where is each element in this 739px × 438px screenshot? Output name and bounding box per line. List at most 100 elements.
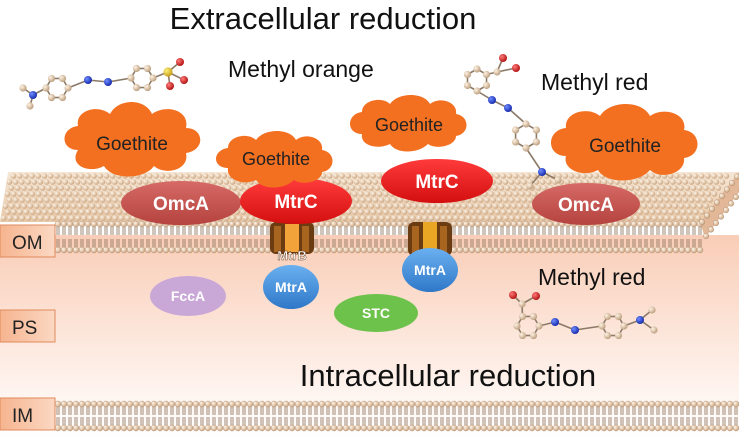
membrane-bead — [384, 197, 391, 203]
membrane-bead — [500, 209, 507, 215]
membrane-bead — [492, 185, 498, 191]
lipid-head — [390, 400, 398, 408]
membrane-bead — [368, 185, 374, 191]
title-extracellular: Extracellular reduction — [170, 1, 477, 36]
lipid-head — [342, 424, 350, 432]
membrane-bead — [620, 179, 627, 185]
molecule-atom — [58, 93, 67, 102]
membrane-bead — [496, 197, 503, 203]
membrane-bead — [108, 203, 114, 209]
lipid-head — [678, 246, 686, 254]
mtrc-left — [240, 178, 352, 224]
membrane-bead — [451, 209, 457, 215]
lipid-head — [636, 400, 644, 408]
molecule-atom — [132, 83, 141, 92]
lipid-head — [378, 424, 386, 432]
membrane-bead — [657, 197, 664, 203]
membrane-bead — [523, 203, 530, 209]
lipid-head — [168, 424, 176, 432]
lipid-head — [594, 246, 602, 254]
lipid-head — [570, 246, 578, 254]
lipid-head — [546, 400, 554, 408]
membrane-bead — [659, 203, 666, 209]
omca-right — [532, 183, 640, 225]
membrane-bead — [111, 179, 118, 185]
lipid-head — [354, 246, 362, 254]
molecule-bond — [507, 107, 527, 125]
lipid-head — [648, 400, 656, 408]
lipid-head — [426, 424, 434, 432]
im-label-box — [0, 397, 56, 431]
lipid-head — [456, 400, 464, 408]
membrane-bead — [47, 173, 54, 179]
membrane-bead — [25, 215, 32, 221]
membrane-bead — [142, 179, 149, 185]
membrane-bead — [320, 173, 327, 179]
membrane-bead — [674, 191, 680, 197]
lipid-head — [192, 424, 200, 432]
membrane-bead — [676, 179, 682, 185]
lipid-head — [728, 200, 735, 207]
title-intracellular: Intracellular reduction — [300, 358, 596, 393]
mtra-left-label: MtrA — [275, 279, 307, 295]
membrane-bead — [374, 203, 381, 209]
membrane-bead — [669, 179, 676, 185]
lipid-head — [120, 220, 128, 228]
lipid-head — [330, 400, 338, 408]
lipid-head — [534, 246, 542, 254]
lipid-head — [216, 424, 224, 432]
lipid-head — [564, 400, 572, 408]
lipid-head — [642, 220, 650, 228]
lipid-head — [288, 424, 296, 432]
membrane-bead — [248, 215, 255, 221]
membrane-bead — [87, 215, 94, 221]
membrane-bead — [428, 215, 435, 221]
molecule-atom — [499, 54, 507, 62]
membrane-bead — [12, 179, 19, 185]
membrane-bead — [81, 197, 87, 203]
lipid-head — [396, 246, 404, 254]
membrane-bead — [31, 197, 38, 203]
membrane-bead — [418, 203, 424, 209]
membrane-bead — [99, 197, 106, 203]
molecule-atom — [482, 81, 491, 90]
lipid-head — [138, 220, 146, 228]
methyl-red-label-top: Methyl red — [541, 69, 648, 95]
lipid-head — [318, 424, 326, 432]
lipid-head — [144, 424, 152, 432]
lipid-head — [258, 424, 266, 432]
goethite-label-3: Goethite — [375, 115, 443, 135]
membrane-bead — [674, 209, 681, 215]
membrane-bead — [587, 173, 593, 179]
lipid-head — [378, 246, 386, 254]
lipid-head — [192, 246, 200, 254]
molecule-atom — [47, 93, 56, 102]
membrane-bead — [103, 173, 110, 179]
membrane-bead — [694, 179, 701, 185]
lipid-head — [678, 400, 686, 408]
membrane-bead — [391, 197, 397, 203]
membrane-bead — [355, 185, 362, 191]
membrane-bead — [593, 173, 600, 179]
lipid-head — [234, 400, 242, 408]
lipid-head — [318, 246, 326, 254]
membrane-bead — [97, 173, 104, 179]
membrane-bead — [97, 191, 104, 197]
membrane-bead — [54, 191, 60, 197]
lipid-head — [576, 424, 584, 432]
mtrb-channel-left — [270, 222, 314, 254]
membrane-bead — [358, 191, 364, 197]
membrane-bead — [670, 215, 677, 221]
membrane-bead — [488, 209, 495, 215]
membrane-bead — [18, 179, 25, 185]
mtrb-channel-right — [408, 222, 452, 256]
lipid-head — [216, 246, 224, 254]
membrane-bead — [14, 185, 21, 191]
membrane-bead — [356, 203, 362, 209]
lipid-head — [186, 424, 194, 432]
membrane-bead — [723, 173, 730, 179]
lipid-head — [678, 220, 686, 228]
membrane-bead — [393, 203, 400, 209]
lipid-head — [696, 400, 704, 408]
